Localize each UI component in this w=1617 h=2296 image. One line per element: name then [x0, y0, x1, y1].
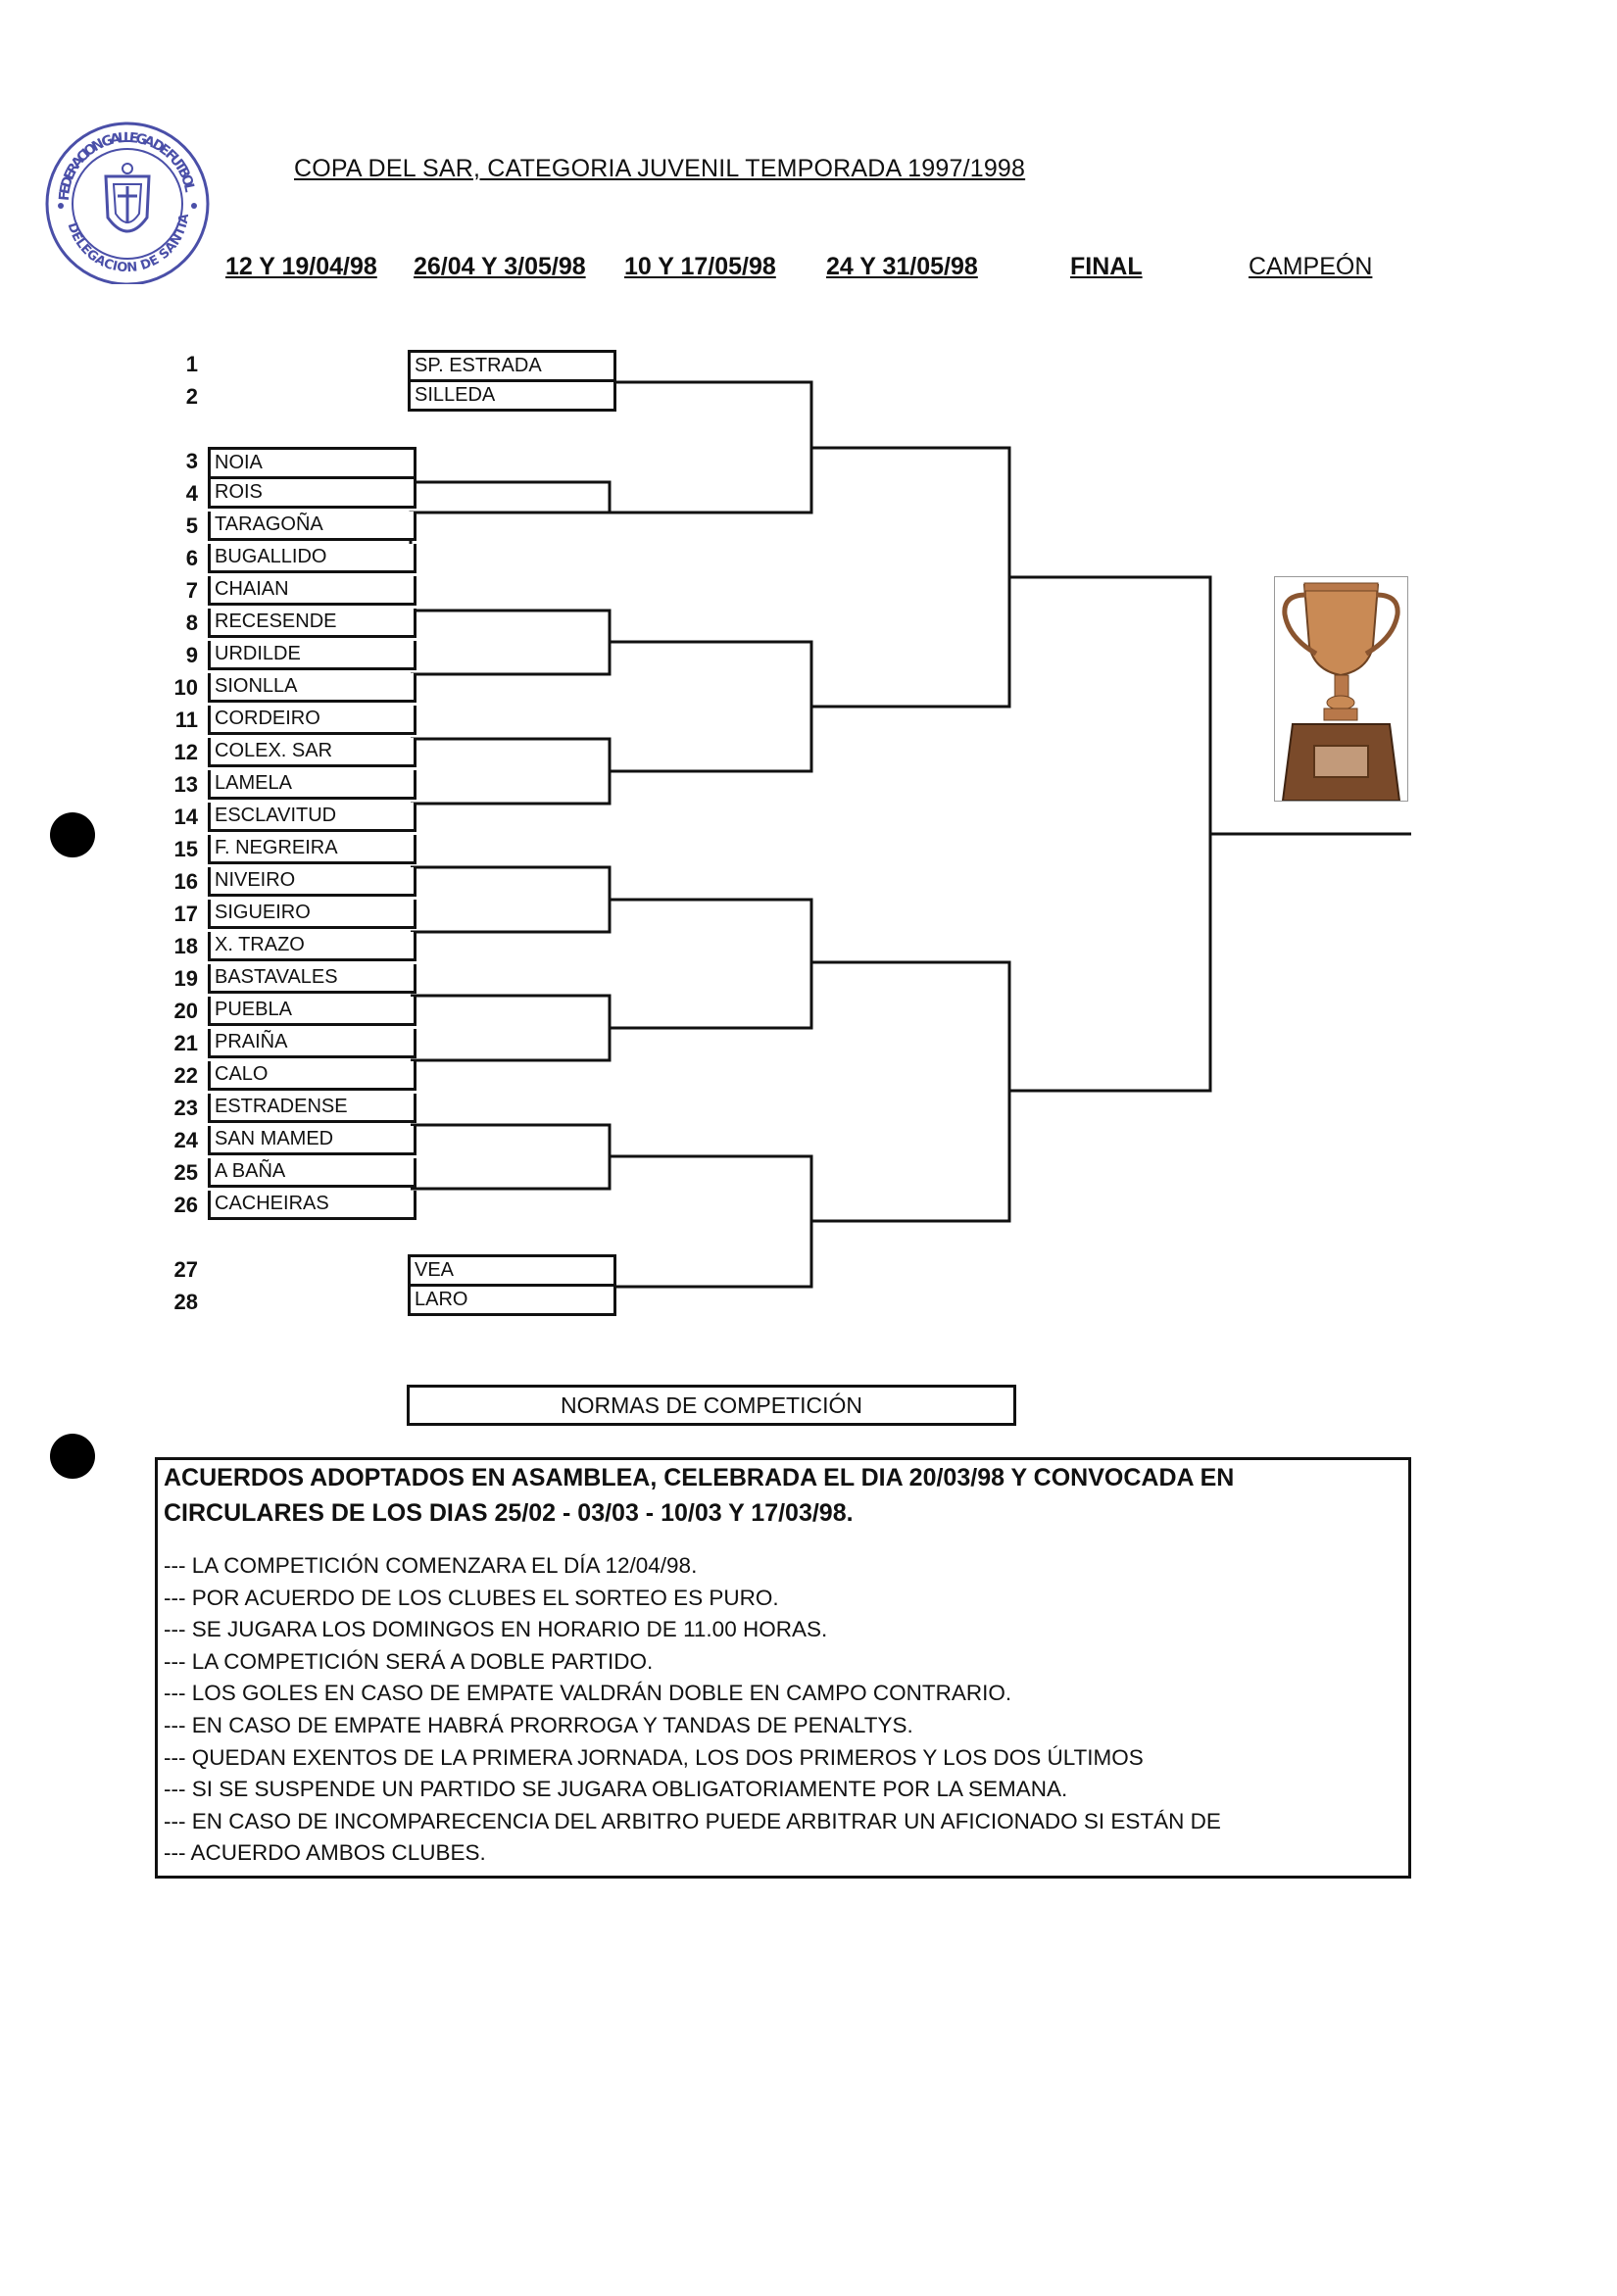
bracket-number-17: 17: [173, 902, 198, 926]
column-final: FINAL: [1070, 253, 1143, 280]
bracket-number-26: 26: [173, 1193, 198, 1217]
bracket-number-15: 15: [173, 837, 198, 861]
team-bye-27: VEA: [408, 1254, 616, 1287]
bracket-number-4: 4: [185, 481, 198, 506]
team-9: URDILDE: [208, 641, 416, 670]
team-16: NIVEIRO: [208, 867, 416, 897]
bracket-number-13: 13: [173, 772, 198, 797]
acuerdos-heading-line2: CIRCULARES DE LOS DIAS 25/02 - 03/03 - 1…: [164, 1499, 854, 1527]
binder-hole: [50, 1434, 95, 1479]
team-23: ESTRADENSE: [208, 1094, 416, 1123]
team-25: A BAÑA: [208, 1158, 416, 1188]
team-4: ROIS: [208, 479, 416, 509]
acuerdos-box: ACUERDOS ADOPTADOS EN ASAMBLEA, CELEBRAD…: [155, 1457, 1411, 1879]
normas-heading: NORMAS DE COMPETICIÓN: [407, 1385, 1016, 1426]
bracket-number-20: 20: [173, 999, 198, 1023]
team-7: CHAIAN: [208, 576, 416, 606]
bracket-number-19: 19: [173, 966, 198, 991]
column-round-3: 10 Y 17/05/98: [624, 253, 776, 280]
team-20: PUEBLA: [208, 997, 416, 1026]
team-12: COLEX. SAR: [208, 738, 416, 767]
rule-item: --- QUEDAN EXENTOS DE LA PRIMERA JORNADA…: [164, 1744, 1144, 1770]
bracket-number-9: 9: [185, 643, 198, 667]
column-round-2: 26/04 Y 3/05/98: [414, 253, 586, 280]
bracket-number-5: 5: [185, 513, 198, 538]
acuerdos-heading-line1: ACUERDOS ADOPTADOS EN ASAMBLEA, CELEBRAD…: [164, 1464, 1235, 1491]
rule-item: --- POR ACUERDO DE LOS CLUBES EL SORTEO …: [164, 1585, 779, 1610]
bracket-number-14: 14: [173, 805, 198, 829]
bracket-number-25: 25: [173, 1160, 198, 1185]
bracket-number-24: 24: [173, 1128, 198, 1152]
bracket-number-23: 23: [173, 1096, 198, 1120]
team-5: TARAGOÑA: [208, 512, 416, 541]
team-21: PRAIÑA: [208, 1029, 416, 1058]
team-15: F. NEGREIRA: [208, 835, 416, 864]
binder-hole: [50, 812, 95, 857]
team-26: CACHEIRAS: [208, 1191, 416, 1220]
bracket-number-1: 1: [185, 352, 198, 376]
bracket-number-16: 16: [173, 869, 198, 894]
team-13: LAMELA: [208, 770, 416, 800]
bracket-number-6: 6: [185, 546, 198, 570]
column-champion: CAMPEÓN: [1249, 253, 1373, 280]
bracket-number-11: 11: [174, 708, 198, 732]
rule-item: --- EN CASO DE INCOMPARECENCIA DEL ARBIT…: [164, 1808, 1221, 1833]
rule-item: --- EN CASO DE EMPATE HABRÁ PRORROGA Y T…: [164, 1712, 913, 1737]
rule-item: --- SI SE SUSPENDE UN PARTIDO SE JUGARA …: [164, 1777, 1068, 1802]
team-17: SIGUEIRO: [208, 900, 416, 929]
rule-item: --- SE JUGARA LOS DOMINGOS EN HORARIO DE…: [164, 1617, 828, 1642]
bracket-number-2: 2: [185, 384, 198, 409]
rule-item: --- LOS GOLES EN CASO DE EMPATE VALDRÁN …: [164, 1681, 1012, 1706]
team-8: RECESENDE: [208, 609, 416, 638]
team-10: SIONLLA: [208, 673, 416, 703]
bracket-number-21: 21: [173, 1031, 198, 1055]
bracket-number-7: 7: [185, 578, 198, 603]
bracket-number-28: 28: [173, 1290, 198, 1314]
federation-seal-stamp: FEDERACION GALLEGA DE FUTBOL DELEGACION …: [39, 108, 210, 284]
bracket-number-8: 8: [185, 611, 198, 635]
column-round-1: 12 Y 19/04/98: [225, 253, 377, 280]
rules-list: --- LA COMPETICIÓN COMENZARA EL DÍA 12/0…: [164, 1550, 1408, 1870]
team-19: BASTAVALES: [208, 964, 416, 994]
rule-item: --- LA COMPETICIÓN SERÁ A DOBLE PARTIDO.: [164, 1648, 654, 1674]
bracket-number-22: 22: [173, 1063, 198, 1088]
team-11: CORDEIRO: [208, 706, 416, 735]
bracket-number-3: 3: [185, 449, 198, 473]
team-18: X. TRAZO: [208, 932, 416, 961]
bracket-number-12: 12: [173, 740, 198, 764]
team-bye-1: SP. ESTRADA: [408, 350, 616, 382]
team-3: NOIA: [208, 447, 416, 479]
team-22: CALO: [208, 1061, 416, 1091]
document-title: COPA DEL SAR, CATEGORIA JUVENIL TEMPORAD…: [294, 155, 1026, 182]
team-bye-2: SILLEDA: [408, 382, 616, 412]
team-14: ESCLAVITUD: [208, 803, 416, 832]
bracket-number-10: 10: [173, 675, 198, 700]
bracket-number-27: 27: [173, 1257, 198, 1282]
trophy-icon: [1274, 576, 1408, 802]
rule-item: --- ACUERDO AMBOS CLUBES.: [164, 1840, 486, 1866]
team-bye-28: LARO: [408, 1287, 616, 1316]
bracket-number-18: 18: [173, 934, 198, 958]
rule-item: --- LA COMPETICIÓN COMENZARA EL DÍA 12/0…: [164, 1553, 698, 1578]
column-round-4: 24 Y 31/05/98: [826, 253, 978, 280]
team-6: BUGALLIDO: [208, 544, 416, 573]
team-24: SAN MAMED: [208, 1126, 416, 1155]
